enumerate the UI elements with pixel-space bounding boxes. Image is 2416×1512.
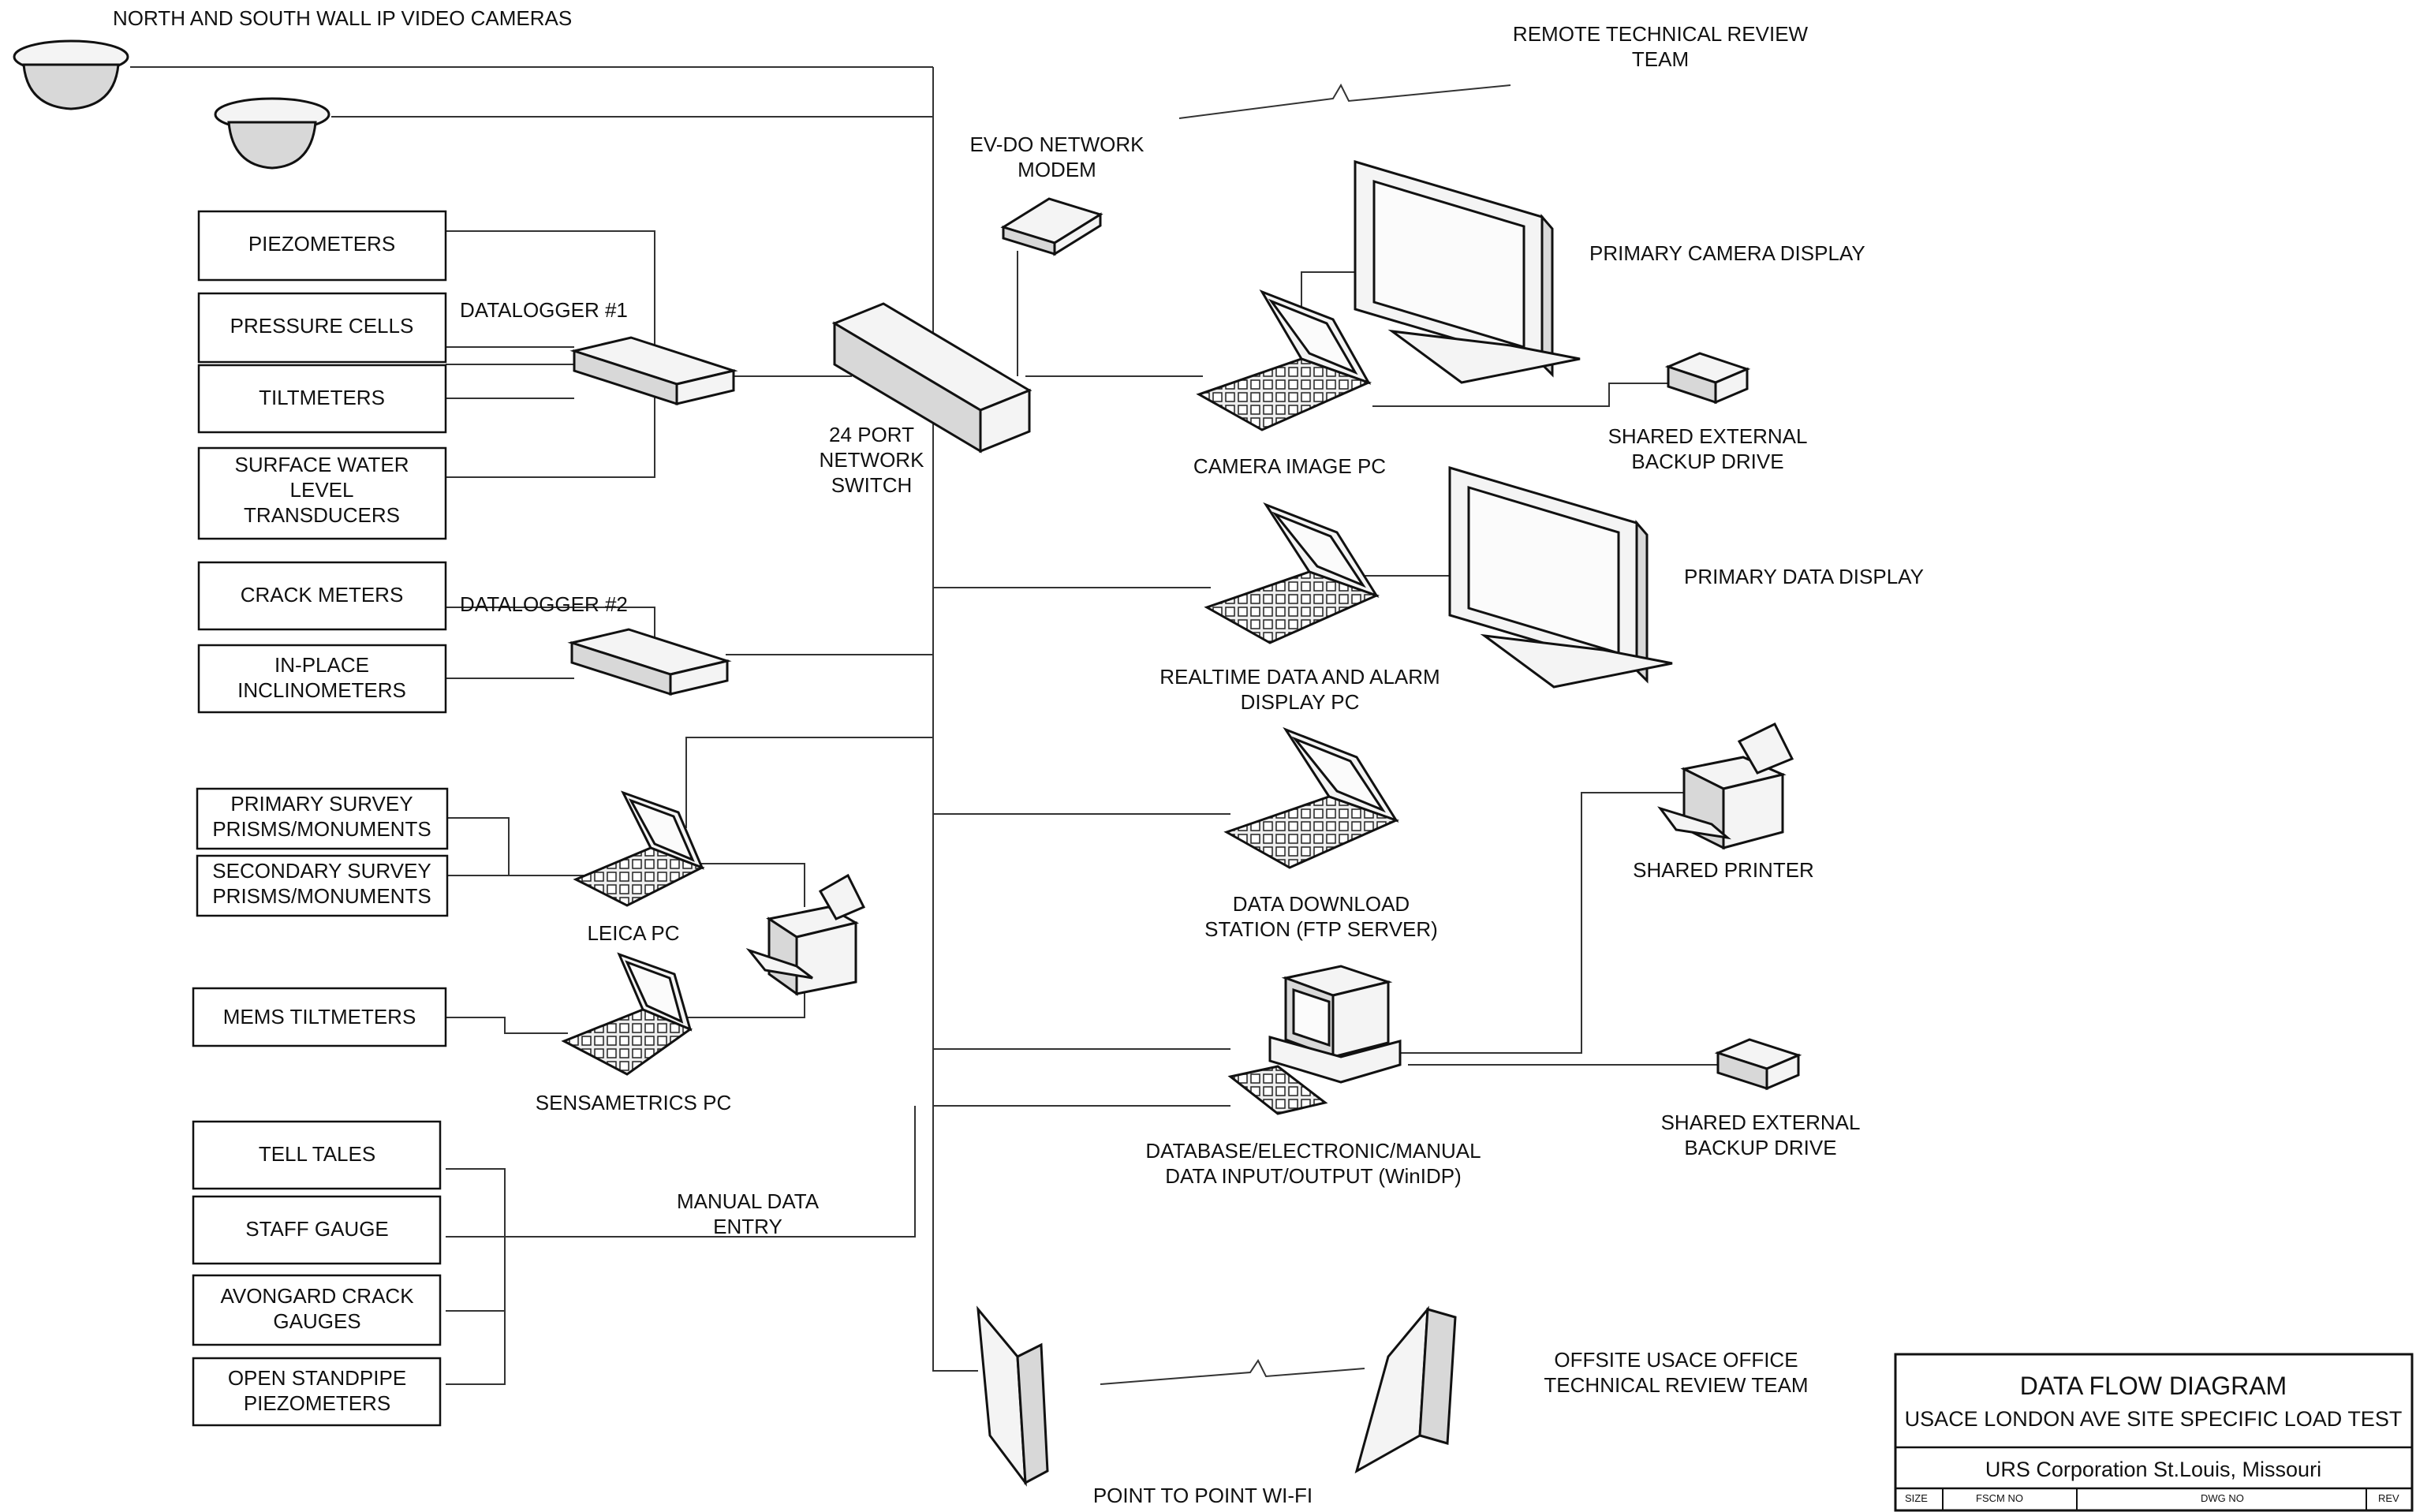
label-inclinometers-2: INCLINOMETERS <box>237 678 406 702</box>
box-secondary-survey <box>196 854 449 917</box>
label-backup-2-2: BACKUP DRIVE <box>1684 1136 1836 1159</box>
connection-lines <box>130 66 1718 1385</box>
label-wifi: POINT TO POINT WI-FI <box>1093 1484 1313 1507</box>
label-leica-pc: LEICA PC <box>587 921 679 945</box>
title-block-company: URS Corporation St.Louis, Missouri <box>1985 1458 2321 1481</box>
label-primary-survey-2: PRISMS/MONUMENTS <box>212 817 431 841</box>
label-manual-1: MANUAL DATA <box>677 1189 820 1213</box>
label-sensametrics-pc: SENSAMETRICS PC <box>536 1091 732 1114</box>
title-block-size: SIZE <box>1905 1492 1928 1504</box>
label-inclinometers-1: IN-PLACE <box>274 653 369 677</box>
label-switch-1: 24 PORT <box>829 423 914 446</box>
label-surface-water-3: TRANSDUCERS <box>244 503 400 527</box>
dome-camera-icon <box>13 39 129 110</box>
label-shared-printer: SHARED PRINTER <box>1633 858 1814 882</box>
label-backup-1-2: BACKUP DRIVE <box>1631 450 1783 473</box>
label-standpipe-2: PIEZOMETERS <box>244 1391 390 1415</box>
label-surface-water-1: SURFACE WATER <box>234 453 409 476</box>
label-remote-team-2: TEAM <box>1632 47 1689 71</box>
label-switch-3: SWITCH <box>831 473 913 497</box>
label-switch-2: NETWORK <box>820 448 925 472</box>
label-avongard-2: GAUGES <box>273 1309 360 1333</box>
label-camera-pc: CAMERA IMAGE PC <box>1193 454 1386 478</box>
primary-camera-display-icon <box>1354 159 1581 384</box>
label-manual-2: ENTRY <box>713 1215 782 1238</box>
title-block-fscm: FSCM NO <box>1976 1492 2023 1504</box>
label-offsite-1: OFFSITE USACE OFFICE <box>1554 1348 1798 1372</box>
box-pressure-cells <box>197 292 447 364</box>
label-surface-water-2: LEVEL <box>290 478 354 502</box>
label-db-2: DATA INPUT/OUTPUT (WinIDP) <box>1165 1164 1462 1188</box>
box-avongard <box>192 1274 442 1346</box>
title-block: DATA FLOW DIAGRAM USACE LONDON AVE SITE … <box>1894 1353 2414 1512</box>
label-cameras: NORTH AND SOUTH WALL IP VIDEO CAMERAS <box>113 6 572 30</box>
label-download-2: STATION (FTP SERVER) <box>1204 917 1438 941</box>
realtime-pc-icon <box>1204 502 1380 644</box>
label-secondary-survey-1: SECONDARY SURVEY <box>212 859 431 883</box>
wifi-antenna-right-icon <box>1354 1305 1457 1474</box>
label-tell-tales: TELL TALES <box>259 1142 375 1166</box>
label-primary-data-display: PRIMARY DATA DISPLAY <box>1684 565 1924 588</box>
label-avongard-1: AVONGARD CRACK <box>220 1284 414 1308</box>
label-datalogger-2: DATALOGGER #2 <box>460 592 628 616</box>
data-download-pc-icon <box>1223 726 1400 869</box>
label-mems-tiltmeters: MEMS TILTMETERS <box>223 1005 416 1029</box>
datalogger-1-icon <box>569 336 738 406</box>
label-offsite-2: TECHNICAL REVIEW TEAM <box>1544 1373 1808 1397</box>
box-tiltmeters <box>197 364 447 434</box>
label-evdo-1: EV-DO NETWORK <box>969 133 1145 156</box>
primary-data-display-icon <box>1448 465 1673 689</box>
datalogger-2-icon <box>567 628 732 696</box>
label-secondary-survey-2: PRISMS/MONUMENTS <box>212 884 431 908</box>
title-block-dwg: DWG NO <box>2201 1492 2244 1504</box>
label-backup-2-1: SHARED EXTERNAL <box>1661 1111 1861 1134</box>
label-download-1: DATA DOWNLOAD <box>1233 892 1410 916</box>
title-block-rev: REV <box>2378 1492 2399 1504</box>
box-surface-water <box>197 446 447 540</box>
sensor-boxes: PIEZOMETERS PRESSURE CELLS TILTMETERS SU… <box>192 210 449 1427</box>
camera-image-pc-icon <box>1196 289 1372 431</box>
leica-pc-icon <box>573 790 705 907</box>
label-staff-gauge: STAFF GAUGE <box>245 1217 389 1241</box>
label-crack-meters: CRACK METERS <box>241 583 404 607</box>
dome-camera-icon <box>214 97 330 170</box>
diagram-labels: NORTH AND SOUTH WALL IP VIDEO CAMERAS RE… <box>113 6 1924 1507</box>
box-inclinometers <box>197 644 447 714</box>
backup-drive-2-icon <box>1714 1038 1802 1091</box>
label-backup-1-1: SHARED EXTERNAL <box>1608 424 1808 448</box>
box-crack-meters <box>197 561 447 631</box>
sensametrics-pc-icon <box>561 952 693 1076</box>
title-block-subtitle: USACE LONDON AVE SITE SPECIFIC LOAD TEST <box>1905 1407 2403 1431</box>
label-realtime-1: REALTIME DATA AND ALARM <box>1159 665 1440 689</box>
label-datalogger-1: DATALOGGER #1 <box>460 298 628 322</box>
title-block-title: DATA FLOW DIAGRAM <box>2020 1372 2287 1400</box>
evdo-modem-icon <box>1000 197 1103 256</box>
box-piezometers <box>197 210 447 282</box>
label-remote-team-1: REMOTE TECHNICAL REVIEW <box>1513 22 1809 46</box>
leica-printer-icon <box>745 873 866 996</box>
box-tell-tales <box>192 1120 442 1190</box>
wifi-antenna-left-icon <box>976 1305 1049 1487</box>
database-workstation-icon <box>1227 965 1402 1115</box>
label-tiltmeters: TILTMETERS <box>259 386 385 409</box>
shared-printer-icon <box>1657 722 1794 850</box>
label-pressure-cells: PRESSURE CELLS <box>230 314 414 338</box>
label-piezometers: PIEZOMETERS <box>248 232 395 256</box>
label-primary-survey-1: PRIMARY SURVEY <box>230 792 413 816</box>
label-realtime-2: DISPLAY PC <box>1241 690 1360 714</box>
box-staff-gauge <box>192 1195 442 1265</box>
backup-drive-1-icon <box>1664 352 1751 405</box>
box-standpipe <box>192 1357 442 1427</box>
label-evdo-2: MODEM <box>1018 158 1096 181</box>
label-primary-camera-display: PRIMARY CAMERA DISPLAY <box>1589 241 1865 265</box>
label-standpipe-1: OPEN STANDPIPE <box>228 1366 406 1390</box>
box-primary-survey <box>196 787 449 850</box>
box-mems-tiltmeters <box>192 987 447 1047</box>
label-db-1: DATABASE/ELECTRONIC/MANUAL <box>1145 1139 1481 1163</box>
network-switch-icon <box>831 302 1032 454</box>
